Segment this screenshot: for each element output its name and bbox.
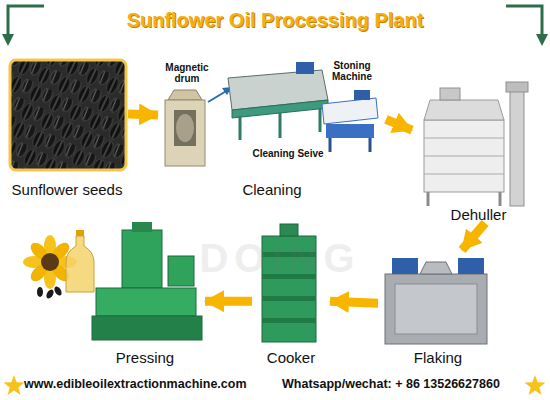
stoner-body [326,124,374,138]
flow-arrow [330,301,378,303]
dehuller-leg [427,192,430,206]
cooker-motor [280,224,298,236]
process-step: Pressing [85,222,205,366]
process-step: Sunflower seeds [6,58,128,198]
stoner-leg [329,138,332,152]
step-label: Pressing [75,349,215,366]
dehuller-leg [499,192,502,206]
step-label: Flaking [368,349,508,366]
flow-arrow [386,119,412,130]
part-name: Magnetic drum [160,62,214,84]
diagram-title: Sunflower Oil Processing Plant [0,9,550,32]
sieve-motor [296,62,314,74]
stoner-fan [354,90,370,100]
drum-roller [176,114,194,142]
bucket-elevator [510,88,524,206]
sieve-leg [239,116,242,140]
flow-arrow [205,297,252,306]
contact-text: Whatsapp/wechat: + 86 13526627860 [282,378,522,392]
dehuller-motor [440,88,460,100]
stoner-deck [322,98,378,124]
flaking-motor [458,258,484,274]
watermark: DOING [170,236,390,280]
cooker-band [262,318,316,323]
sieve-leg [279,113,282,138]
contact-text: www.edibleoilextractionmachine.com [24,378,274,392]
corner-arrowhead [2,34,14,46]
elevator-head [506,82,528,92]
star [525,375,546,395]
step-label: Cleaning [148,181,396,198]
part-name: Cleaning Seive [240,148,336,159]
corner-arrowhead [536,34,548,46]
part-name: Stoning Machine [322,60,382,82]
process-step: Dehuller [412,78,545,223]
flaking-hopper [420,262,452,274]
seed [53,285,63,297]
flaking-motor [392,258,418,274]
flower-center [41,253,59,271]
flow-arrow [128,114,158,115]
press-hopper [132,222,152,232]
sieve-layer [424,156,504,157]
dehuller-frame [424,120,504,192]
flaking-machine [385,274,487,344]
oil-bottle [66,236,94,292]
sieve-layer [424,174,504,175]
press-base [92,316,202,340]
press-motor [168,256,194,286]
flaking-panel [395,284,477,334]
step-label: Sunflower seeds [0,181,138,198]
star [4,375,25,395]
seed [45,288,55,300]
step-label: Cooker [242,349,340,366]
bottle-cap [76,230,84,236]
cooker-band [262,296,316,301]
process-step: Flaking [378,250,498,366]
stoner-leg [369,138,372,152]
drum-window [174,110,196,146]
sieve-layer [424,138,504,139]
sieve-leg [319,108,322,132]
seeds-photo [10,60,126,170]
magnetic-drum [165,100,205,166]
dehuller-top [424,100,504,120]
seed [37,287,43,297]
corner-arrow [8,6,44,36]
step-label: Dehuller [402,206,550,223]
drum-hopper [168,90,202,100]
flow-arrow [462,223,485,250]
press-gearbox [122,230,162,288]
corner-arrow [506,6,542,36]
press-barrel [96,288,196,316]
